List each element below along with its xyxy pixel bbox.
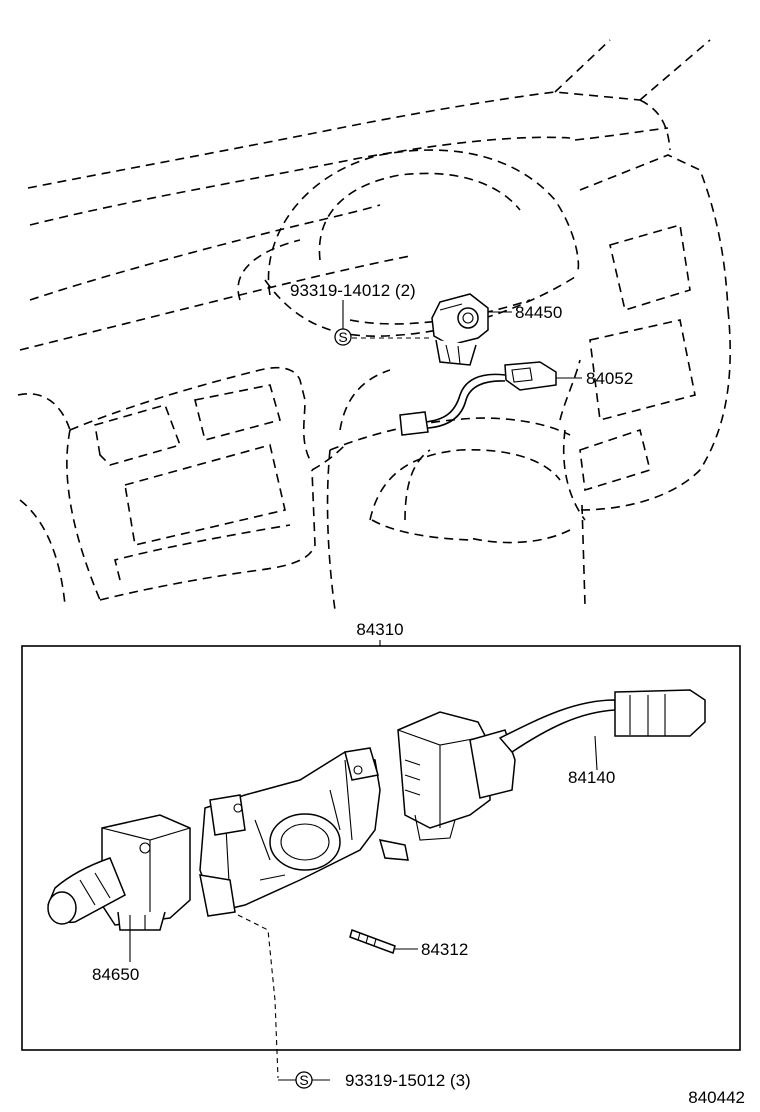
screw-symbol-letter: S: [338, 329, 347, 345]
label-pin: 84312: [421, 940, 468, 959]
diagram-number: 840442: [688, 1088, 745, 1107]
label-wire-harness: 84052: [586, 369, 633, 388]
pin-part: [349, 929, 396, 954]
headlight-switch-part: [47, 814, 191, 931]
wiper-switch-part: [397, 689, 706, 841]
screw-symbol-top: S: [334, 328, 352, 346]
leader-wiper-switch: [594, 735, 598, 771]
screw-symbol-letter-bottom: S: [299, 1072, 308, 1088]
switch-bracket-part: [199, 747, 409, 917]
dashboard-outline: [17, 39, 731, 611]
label-ignition-switch: 84450: [515, 303, 562, 322]
ignition-switch-part: [431, 293, 489, 366]
label-combo-switch-assy: 84310: [356, 620, 403, 639]
assembly-frame: [21, 645, 741, 1051]
label-wiper-switch: 84140: [568, 768, 615, 787]
label-screw-top: 93319-14012 (2): [290, 281, 416, 300]
label-headlight-switch: 84650: [92, 965, 139, 984]
wire-harness-part: [399, 361, 557, 436]
screw-symbol-bottom: S: [295, 1071, 313, 1089]
label-screw-bottom: 93319-15012 (3): [345, 1071, 471, 1090]
leader-screw-bottom-dash: [237, 914, 279, 1079]
